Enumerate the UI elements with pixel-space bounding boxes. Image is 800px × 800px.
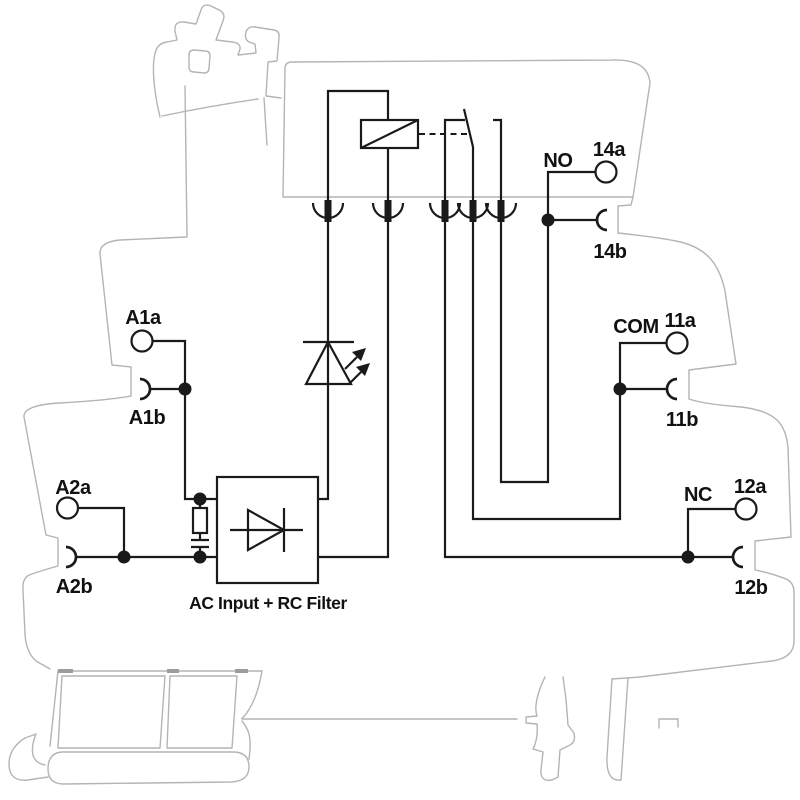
connector-pin: [497, 200, 505, 222]
ac-filter-block: [215, 475, 320, 585]
latch-bracket: [658, 718, 679, 729]
junction-dot-no: [541, 213, 555, 227]
terminal-12a-circle: [734, 497, 758, 521]
nc-wire: [443, 222, 733, 559]
diode-triangle: [246, 508, 287, 552]
wire-12a: [686, 507, 735, 557]
clip-tower-left-edge: [184, 85, 188, 238]
foot-tick-1: [58, 669, 73, 673]
label-no: NO: [543, 150, 572, 172]
label-a2b: A2b: [56, 576, 93, 598]
junction-dot-rc-top: [193, 492, 207, 506]
terminal-11a-circle: [665, 331, 689, 355]
junction-dot-a1: [178, 382, 192, 396]
led-arrow-line: [348, 371, 362, 385]
label-nc: NC: [684, 484, 712, 506]
foot-left-edge: [49, 670, 59, 747]
led-icon: [303, 339, 370, 386]
label-14b: 14b: [593, 241, 626, 263]
coil-wire-loop: [326, 89, 390, 200]
label-ac-input-rc-filter: AC Input + RC Filter: [189, 593, 347, 613]
clip-tower-right-edge: [263, 97, 268, 146]
label-14a: 14a: [593, 139, 626, 161]
ac-block-box: [215, 475, 320, 585]
junction-dot-a2: [117, 550, 131, 564]
relay-coil-diagonal: [360, 119, 419, 149]
coil-return-wire: [318, 222, 390, 559]
din-clip-base-curve: [161, 98, 259, 117]
connector-pin: [441, 200, 449, 222]
label-11b: 11b: [666, 409, 698, 431]
terminal-14b-socket: [595, 208, 608, 232]
switch-lever: [462, 108, 475, 200]
foot-right-column: [606, 677, 629, 781]
foot-skid: [47, 751, 250, 785]
foot-right-hook: [525, 676, 576, 781]
plug-connectors: [311, 200, 518, 222]
schematic: [55, 89, 758, 585]
foot-top-and-nose: [57, 670, 263, 760]
foot-left-hook: [8, 733, 49, 781]
terminal-14a-circle: [594, 160, 618, 184]
resistor: [191, 506, 209, 535]
led-arrow-head: [352, 348, 366, 361]
rc-filter-branch: [191, 499, 209, 557]
com-wire: [471, 222, 666, 521]
label-a1a: A1a: [125, 307, 162, 329]
junction-dot-nc: [681, 550, 695, 564]
housing-left-profile: [22, 236, 187, 670]
foot-tick-3: [235, 669, 248, 673]
housing-right-profile: [611, 196, 795, 680]
led-triangle: [304, 339, 353, 386]
terminal-a2b-socket: [65, 545, 78, 569]
din-clip-icon: [152, 4, 282, 118]
a2a-wire: [78, 506, 126, 557]
relay-block-outline: [282, 59, 651, 198]
label-12a: 12a: [734, 476, 767, 498]
switch-no-contact: [493, 118, 503, 200]
terminal-a2a-circle: [55, 496, 80, 520]
connector-pin: [384, 200, 392, 222]
label-12b: 12b: [734, 577, 767, 599]
terminal-12b-socket: [731, 545, 744, 569]
junction-dot-rc-bottom: [193, 550, 207, 564]
foot-tick-2: [167, 669, 179, 673]
led-arrow-line: [344, 356, 358, 370]
label-a1b: A1b: [129, 407, 166, 429]
label-a2a: A2a: [55, 477, 92, 499]
din-clip-hole: [188, 49, 211, 74]
housing-outline: [8, 4, 795, 785]
labels: A1a A1b A2a A2b NO 14a 14b COM 11a 11b N…: [55, 139, 768, 613]
junction-dot-com: [613, 382, 627, 396]
connector-pin: [324, 200, 332, 222]
label-11a: 11a: [664, 310, 696, 332]
switch-nc-contact: [443, 118, 465, 200]
connector-pin: [469, 200, 477, 222]
no-wire: [499, 170, 595, 484]
led-arrow-head: [356, 363, 370, 376]
terminal-a1b-socket: [139, 377, 152, 401]
foot-recess-left: [57, 675, 166, 749]
relay-coil: [359, 118, 420, 150]
led-wire: [318, 222, 330, 501]
terminal-11b-socket: [665, 377, 678, 401]
foot-recess-right: [166, 675, 238, 749]
terminal-a1a-circle: [130, 329, 154, 353]
label-com: COM: [613, 316, 658, 338]
